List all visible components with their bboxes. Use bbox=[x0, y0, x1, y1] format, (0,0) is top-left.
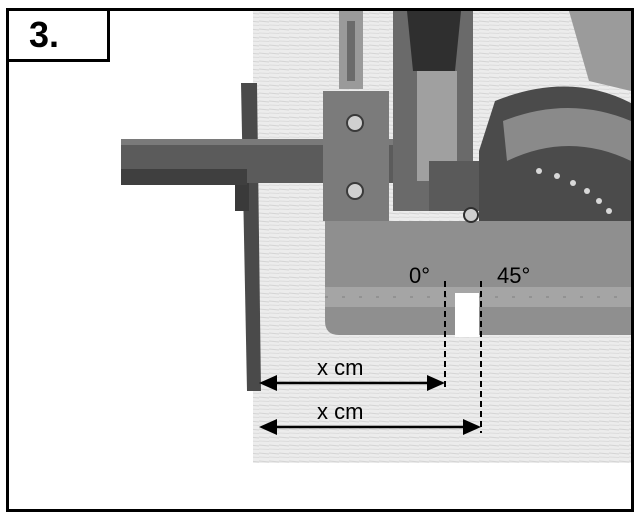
illustration-frame: 3. bbox=[6, 8, 634, 512]
measure-label-bottom: x cm bbox=[317, 399, 363, 424]
angle-label-0: 0° bbox=[409, 263, 430, 288]
angle-label-45: 45° bbox=[497, 263, 530, 288]
angle-scale-housing bbox=[479, 86, 631, 221]
dimension-arrow-top bbox=[259, 375, 445, 391]
measure-label-top: x cm bbox=[317, 355, 363, 380]
step-number: 3. bbox=[9, 11, 110, 62]
dimension-arrow-bottom bbox=[259, 419, 481, 435]
saw-guide-diagram: 0° 45° x cm x cm bbox=[121, 11, 631, 463]
mounting-bracket bbox=[323, 91, 389, 221]
blade-slot bbox=[455, 293, 479, 337]
